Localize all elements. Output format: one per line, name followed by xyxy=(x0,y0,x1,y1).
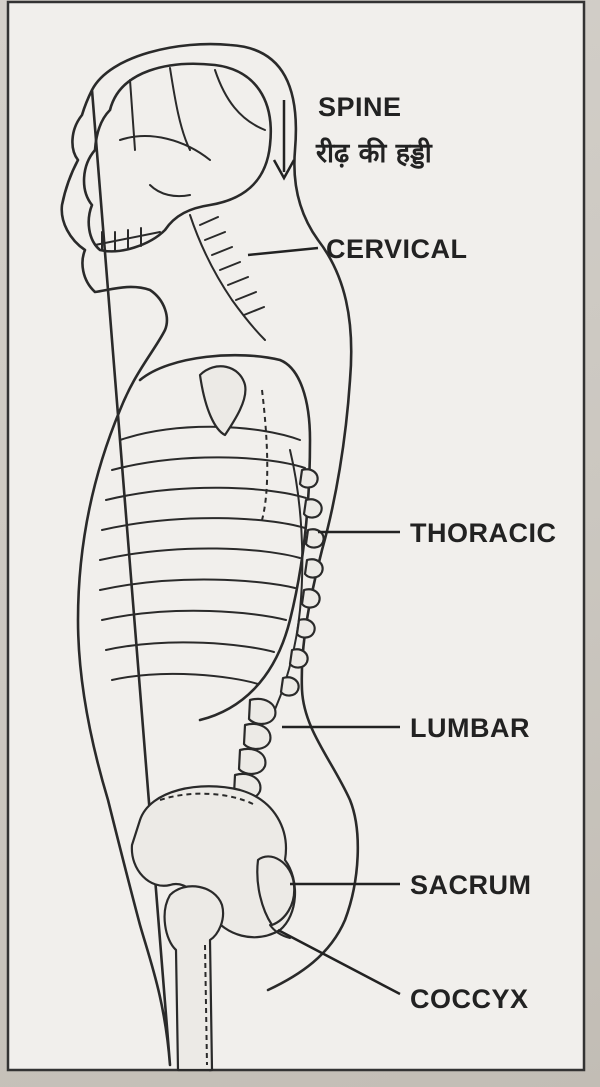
coccyx-bone xyxy=(269,924,291,939)
label-coccyx: COCCYX xyxy=(410,984,529,1014)
spine-arrow xyxy=(272,100,296,181)
cervical-leader xyxy=(247,246,319,257)
pelvis xyxy=(130,785,297,939)
label-spine-en: SPINE xyxy=(318,92,402,122)
femur xyxy=(163,885,225,1072)
thoracic-vertebrae xyxy=(269,449,325,721)
cervical-vertebrae xyxy=(189,214,266,341)
label-thoracic: THORACIC xyxy=(410,518,557,548)
label-cervical: CERVICAL xyxy=(326,234,468,264)
coccyx-leader xyxy=(277,928,401,996)
ribcage xyxy=(99,353,312,722)
skull xyxy=(82,62,273,253)
label-lumbar: LUMBAR xyxy=(410,713,530,743)
sacrum-bone xyxy=(256,855,296,927)
label-spine-hi: रीढ़ की हड्डी xyxy=(315,137,433,169)
label-sacrum: SACRUM xyxy=(410,870,532,900)
